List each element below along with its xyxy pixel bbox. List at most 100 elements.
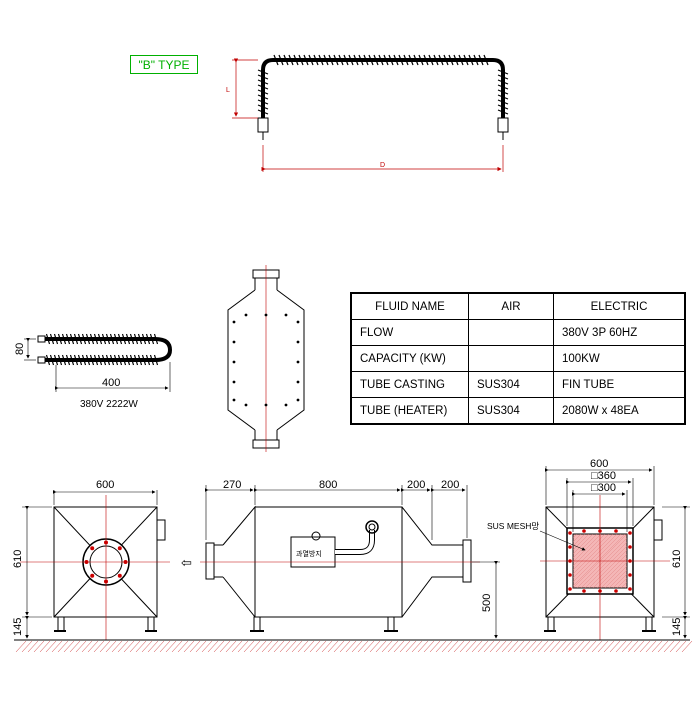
hatch-line [93,640,105,653]
fin [65,333,71,345]
fin [363,54,369,66]
bolt [614,529,618,533]
fin [303,54,309,66]
mesh-line [572,533,614,575]
fin [298,54,304,66]
fin [69,354,75,366]
fin [468,54,474,66]
hatch-line [189,640,201,653]
fin [77,333,83,345]
fin [145,354,151,366]
mesh-line [572,533,610,571]
fin [137,333,143,345]
overheat-panel-label: 과열방지 [296,549,322,558]
table-row: TUBE CASTING SUS304 FIN TUBE [350,371,686,398]
hatch-line [393,640,405,653]
fin [53,333,59,345]
heater-rating: 380V 2222W [80,399,138,410]
hatch-line [561,640,573,653]
hatch-line [21,640,33,653]
hatch-line [663,640,675,653]
fin [57,354,63,366]
hatch-line [399,640,411,653]
fin [463,54,469,66]
mesh-label: SUS MESH망 [487,521,539,531]
bolt [296,398,300,402]
mesh-line [576,537,628,589]
mesh-line [572,533,590,551]
fin [145,333,151,345]
hatch-line [153,640,165,653]
front-width: 600 [96,479,114,491]
fin [423,54,429,66]
fin [61,354,67,366]
fin [73,354,79,366]
fin [81,354,87,366]
fin [497,79,509,85]
bolt [232,398,236,402]
hatch-line [423,640,435,653]
hatch-line [321,640,333,653]
hatch-line [573,640,585,653]
side-dim-270: 270 [223,479,241,491]
hatch-line [219,640,231,653]
table-cell: TUBE CASTING [350,371,469,398]
fin [69,333,75,345]
hatch-line [69,640,81,653]
fin [57,333,63,345]
flange-bolt [117,573,122,578]
fin [348,54,354,66]
mesh-line [572,533,618,579]
bolt [628,587,632,591]
hatch-line [45,640,57,653]
fin [497,109,509,115]
hatch-line [375,640,387,653]
hatch-line [387,640,399,653]
hatch-line [447,640,459,653]
fin [373,54,379,66]
fin [497,99,509,105]
fin [141,333,147,345]
table-header-cell: AIR [468,292,554,320]
table-row: FLOW 380V 3P 60HZ [350,319,686,346]
hatch-line [327,640,339,653]
fin [149,333,155,345]
bolt [614,589,618,593]
fin [105,354,111,366]
table-header-cell: ELECTRIC [553,292,686,320]
bolt [264,313,268,317]
mesh-outer: □360 [591,470,616,482]
hatch-line [15,640,27,653]
fin [85,333,91,345]
side-dim-200b: 200 [441,479,459,491]
rear-leg: 145 [671,618,683,636]
hatch-line [297,640,309,653]
fin [133,333,139,345]
hatch-line [255,640,267,653]
hatch-line [429,640,441,653]
fin [101,354,107,366]
hatch-line [639,640,651,653]
hatch-line [99,640,111,653]
fin [257,74,269,80]
hatch-line [207,640,219,653]
fin [257,104,269,110]
hatch-line [645,640,657,653]
hatch-line [567,640,579,653]
hatch-line [675,640,687,653]
bolt [232,320,236,324]
fin [101,333,107,345]
fin [257,94,269,100]
hatch-line [591,640,603,653]
fin [257,109,269,115]
fin [318,54,324,66]
bolt [628,531,632,535]
mesh-line [612,573,628,589]
mesh-line [624,585,628,589]
hatch-line [627,640,639,653]
fin [433,54,439,66]
fin [65,354,71,366]
fin [338,54,344,66]
fin [403,54,409,66]
